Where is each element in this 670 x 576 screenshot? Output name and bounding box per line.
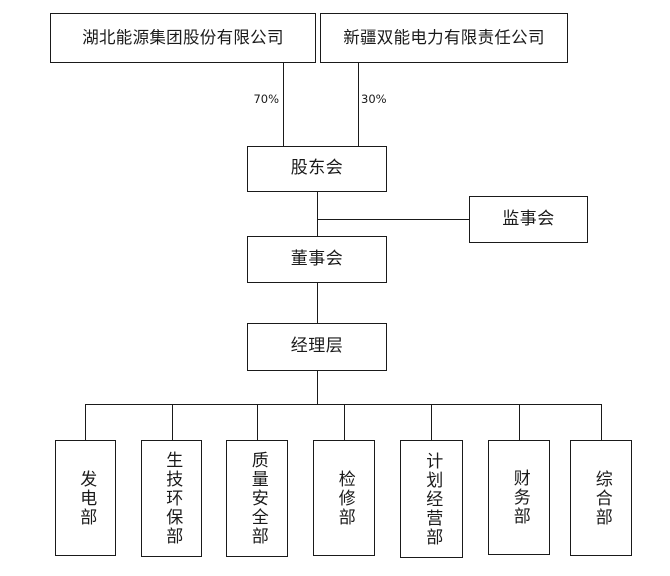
node-shareholders-meeting[interactable]: 股东会	[247, 146, 387, 192]
node-department-quality-safety[interactable]: 质量安全部	[226, 440, 288, 557]
node-label: 股东会	[290, 158, 344, 179]
node-label: 湖北能源集团股份有限公司	[82, 27, 284, 47]
node-department-finance[interactable]: 财务部	[488, 440, 550, 555]
node-supervisory-board[interactable]: 监事会	[469, 196, 588, 243]
edge-hubei-to-shareholders-meeting	[283, 63, 284, 146]
edge-drop-dept7	[601, 404, 602, 441]
edge-department-bus	[85, 404, 602, 405]
node-department-planning-operations[interactable]: 计划经营部	[400, 440, 463, 558]
node-label: 检修部	[334, 469, 355, 527]
node-label: 财务部	[509, 469, 530, 526]
edge-drop-dept2	[172, 404, 173, 441]
edge-drop-dept5	[431, 404, 432, 441]
node-shareholder-xinjiang-shuangneng[interactable]: 新疆双能电力有限责任公司	[320, 13, 568, 63]
node-label: 董事会	[290, 248, 344, 269]
edge-drop-dept3	[257, 404, 258, 441]
node-management[interactable]: 经理层	[247, 323, 387, 371]
edge-drop-dept1	[85, 404, 86, 441]
edge-shareholders-meeting-to-supervisory-board	[317, 219, 470, 220]
node-shareholder-hubei-energy[interactable]: 湖北能源集团股份有限公司	[50, 13, 316, 63]
stake-label-xinjiang: 30%	[361, 92, 387, 106]
node-department-power-generation[interactable]: 发电部	[55, 440, 116, 556]
edge-management-to-department-bus	[317, 371, 318, 404]
node-department-maintenance[interactable]: 检修部	[313, 440, 375, 556]
edge-drop-dept6	[519, 404, 520, 441]
node-label: 经理层	[290, 336, 344, 357]
edge-drop-dept4	[344, 404, 345, 441]
node-label: 质量安全部	[247, 451, 268, 546]
node-label: 计划经营部	[422, 451, 443, 547]
node-department-general-affairs[interactable]: 综合部	[570, 440, 632, 556]
node-label: 生技环保部	[162, 451, 183, 546]
node-label: 新疆双能电力有限责任公司	[343, 27, 545, 47]
edge-shareholders-meeting-to-board	[317, 192, 318, 236]
node-label: 综合部	[591, 469, 612, 527]
edge-xinjiang-to-shareholders-meeting	[358, 63, 359, 146]
edge-board-to-management	[317, 283, 318, 323]
node-department-production-environment[interactable]: 生技环保部	[141, 440, 202, 557]
node-label: 监事会	[502, 208, 555, 229]
stake-label-hubei: 70%	[253, 92, 279, 106]
node-board-of-directors[interactable]: 董事会	[247, 236, 387, 283]
node-label: 发电部	[76, 469, 97, 527]
